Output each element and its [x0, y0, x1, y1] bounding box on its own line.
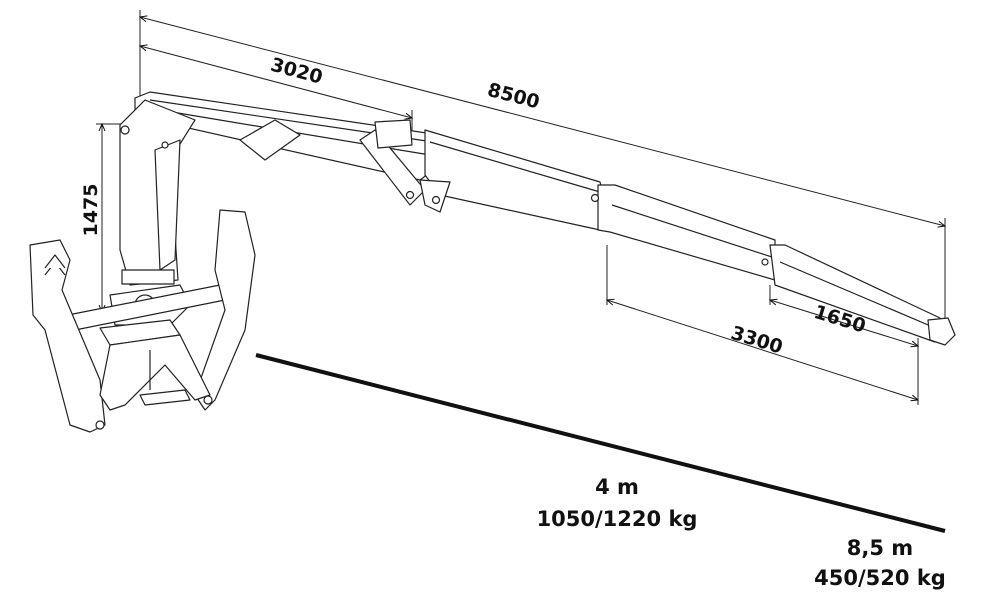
dim-line-1650 [770, 300, 918, 346]
reach-label: 8,5 m [846, 536, 914, 560]
reach-label: 4 m [595, 475, 639, 499]
right-outrigger [194, 209, 256, 411]
crane-body [29, 91, 956, 433]
dimension-lines [96, 10, 945, 405]
telescope-1 [597, 184, 776, 281]
load-rating-4m: 4 m 1050/1220 kg [537, 474, 698, 532]
outer-boom [424, 129, 606, 231]
load-rating-8-5m: 8,5 m 450/520 kg [814, 535, 946, 591]
ground-reach-line [255, 353, 946, 533]
capacity-label: 450/520 kg [814, 566, 946, 590]
dim-label-3300: 3300 [728, 322, 785, 359]
dim-label-1475: 1475 [80, 184, 102, 237]
dim-line-3300 [607, 300, 918, 400]
capacity-label: 1050/1220 kg [536, 507, 698, 531]
dim-label-3020: 3020 [268, 54, 325, 89]
dim-line-3020 [140, 46, 412, 118]
left-outrigger [29, 239, 106, 433]
